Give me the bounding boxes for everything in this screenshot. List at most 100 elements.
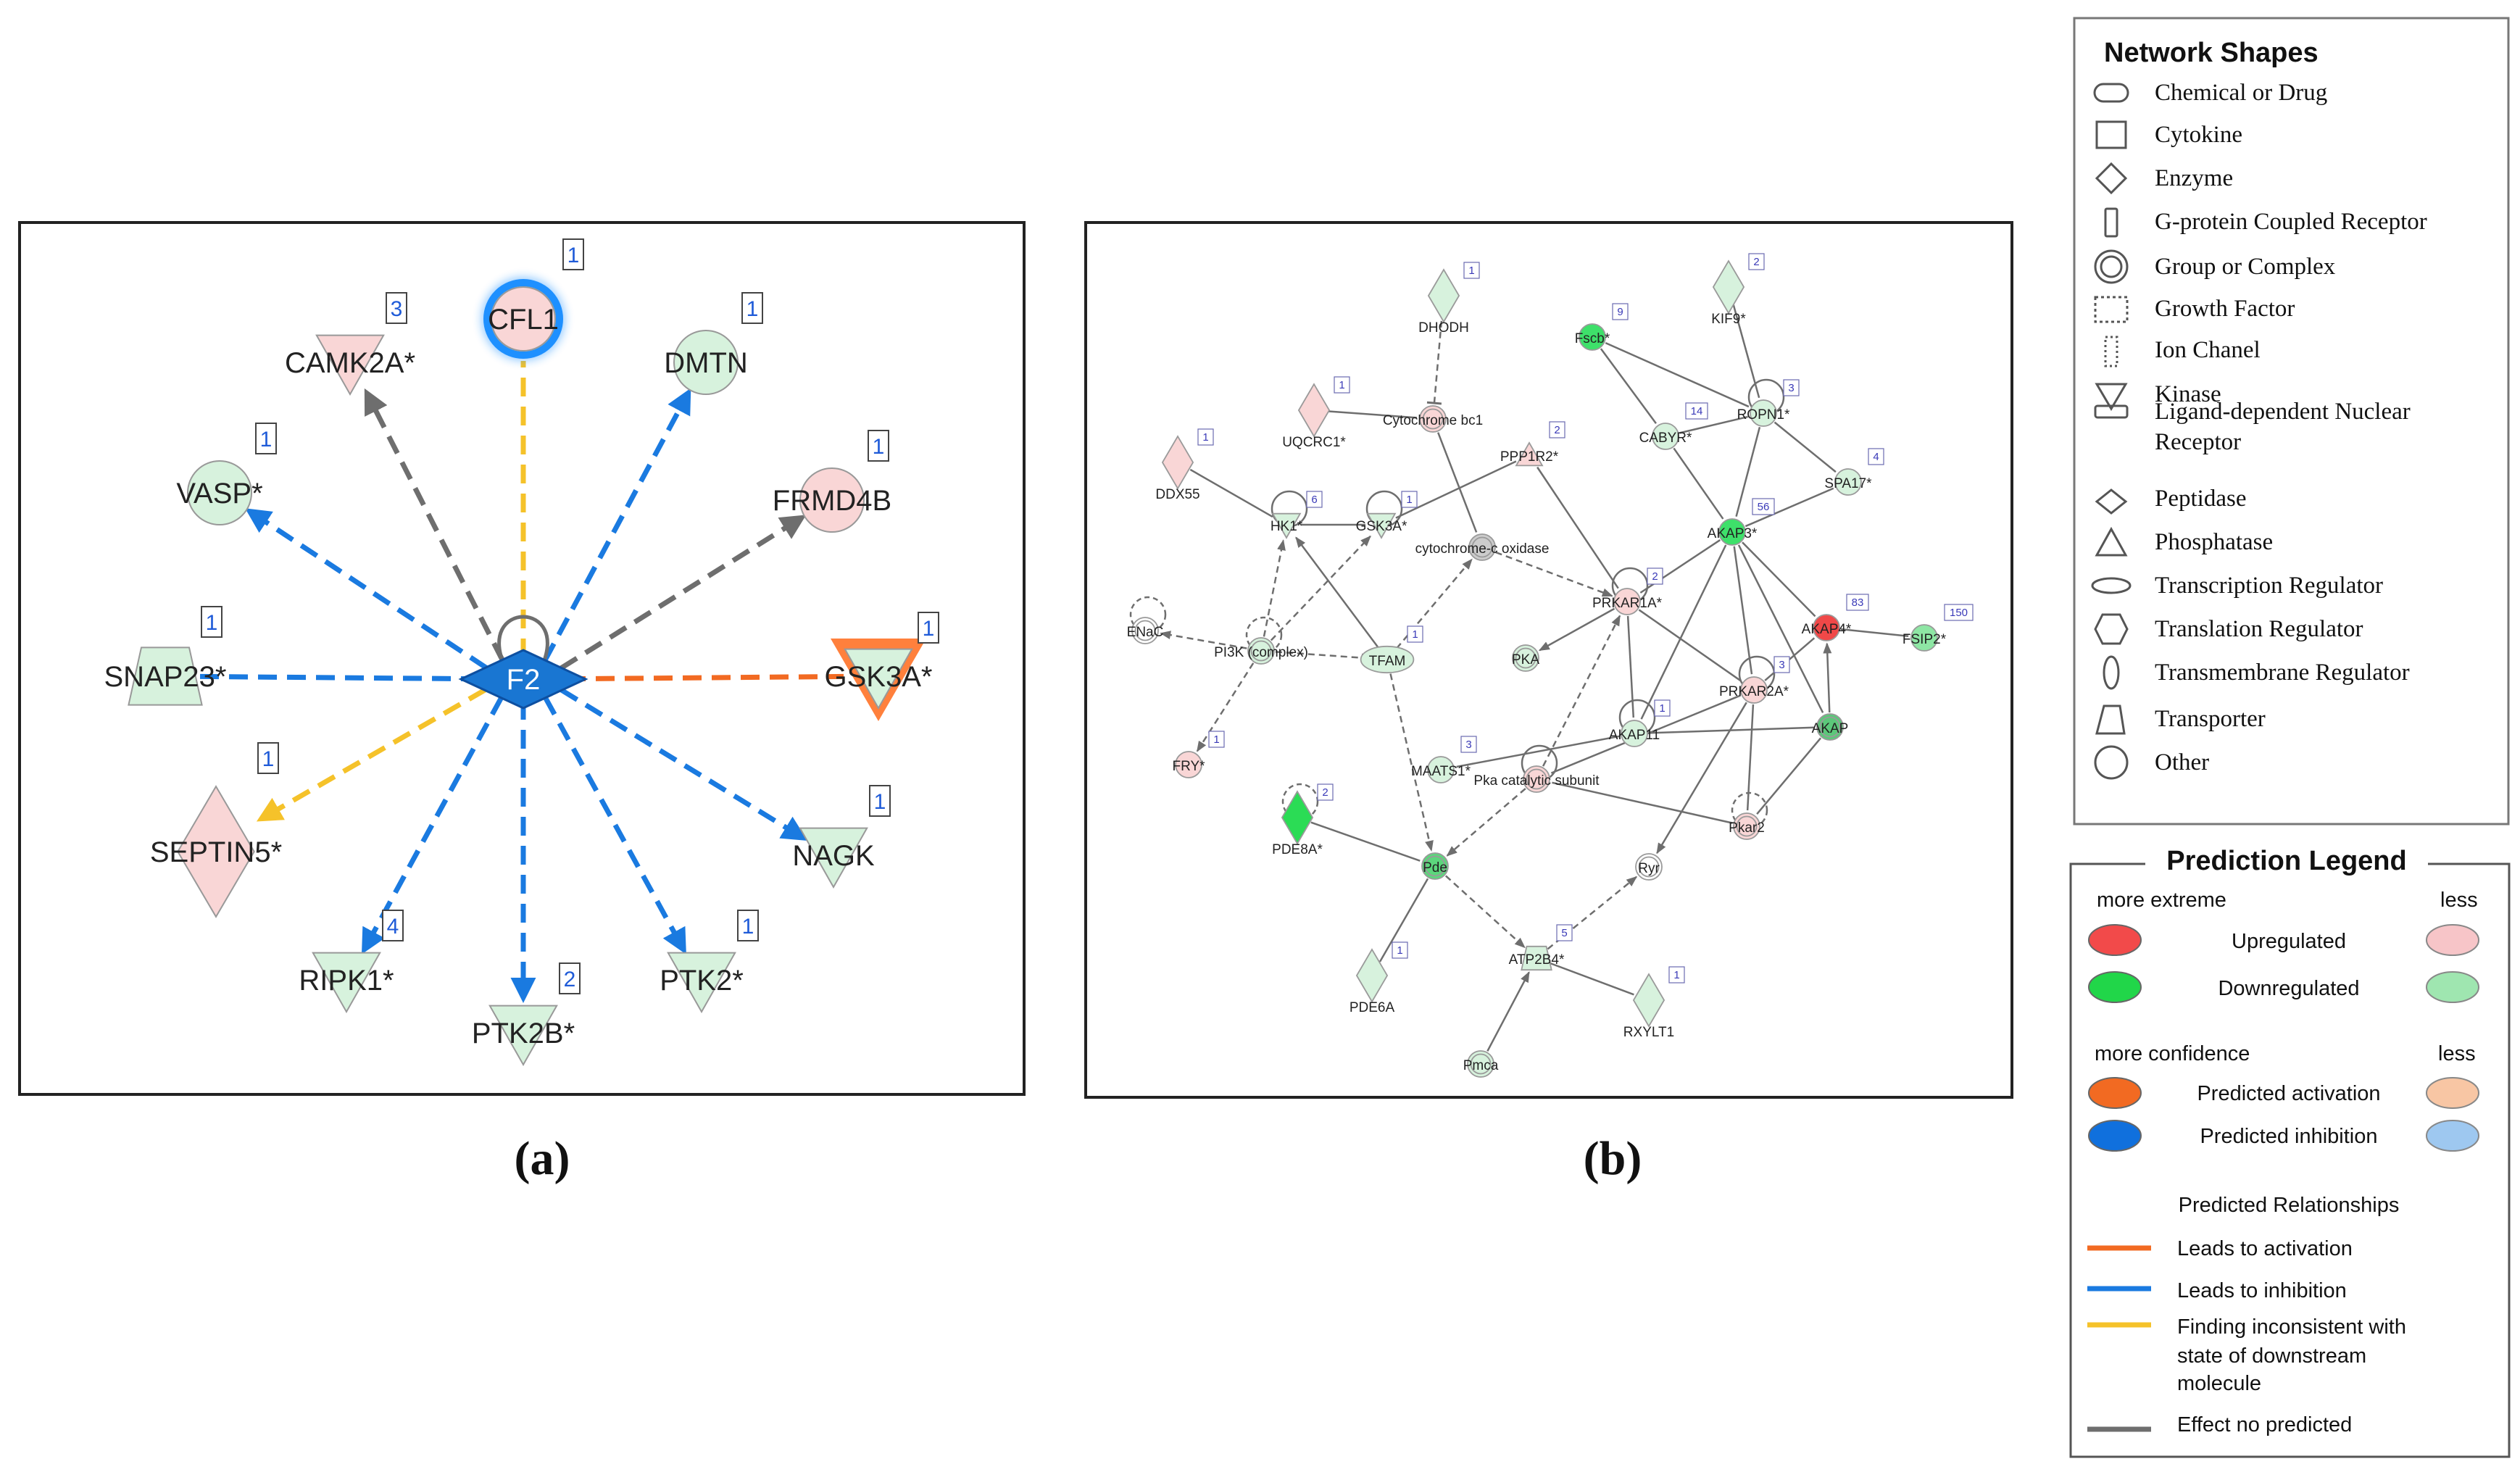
nuclear-receptor-icon xyxy=(2094,404,2129,419)
downregulated-label: Downregulated xyxy=(2218,977,2359,1000)
node-pmca: Pmca xyxy=(1463,1050,1499,1078)
legend-item-kinase: Kinase xyxy=(2095,381,2221,411)
node-label: Pka catalytic subunit xyxy=(1473,773,1600,789)
network-shapes-list: Chemical or DrugCytokineEnzymeG-protein … xyxy=(2091,80,2427,780)
node-ripk1: RIPK1*4 xyxy=(299,910,404,1014)
count-label: 1 xyxy=(1406,494,1412,506)
node-pkacat: Pka catalytic subunit xyxy=(1473,765,1600,793)
ion-channel-icon xyxy=(2104,336,2118,367)
node-snap23: SNAP23*1 xyxy=(104,606,226,706)
edge-pkacat-pde xyxy=(1446,788,1526,857)
count-badge xyxy=(1197,428,1214,446)
count-badge xyxy=(1944,604,1974,621)
node-akap4: AKAP4*83 xyxy=(1802,594,1869,641)
node-pi3k: PI3K (complex) xyxy=(1214,637,1308,665)
count-label: 1 xyxy=(262,747,275,771)
edge-f2-snap23 xyxy=(199,673,481,682)
legend-item-enzyme: Enzyme xyxy=(2095,162,2233,195)
legend-label: Growth Factor xyxy=(2155,296,2295,322)
node-label: Ryr xyxy=(1638,861,1660,876)
node-label: MAATS1* xyxy=(1411,764,1471,779)
node-label: FRMD4B xyxy=(773,485,891,517)
count-label: 1 xyxy=(1213,733,1219,746)
prediction-legend: Prediction Legend more extreme less Upre… xyxy=(2069,846,2511,1458)
legend-label: Other xyxy=(2155,749,2209,775)
node-label: ENaC xyxy=(1127,625,1164,640)
count-badge xyxy=(257,742,279,774)
node-vasp: VASP*1 xyxy=(176,423,277,525)
inhibition-strong-swatch xyxy=(2088,1120,2142,1152)
count-label: 2 xyxy=(1322,786,1328,799)
edge-prkar1a-prkar2a xyxy=(1638,609,1742,682)
legend-label: Enzyme xyxy=(2155,165,2233,191)
node-label: CAMK2A* xyxy=(285,347,415,379)
count-badge xyxy=(1783,379,1800,396)
edge-akap-pkar2 xyxy=(1756,737,1822,815)
edge-cabyr-ropn1 xyxy=(1679,415,1748,434)
count-badge xyxy=(1392,941,1408,959)
count-badge xyxy=(1868,448,1884,465)
edge-ppp1r2-prkar1a xyxy=(1536,466,1619,589)
other-icon xyxy=(2094,745,2129,780)
finding-inconsistent-line-2: state of downstream xyxy=(2177,1344,2366,1368)
node-atp2b4: ATP2B4*5 xyxy=(1509,924,1573,971)
node-label: PTK2* xyxy=(660,965,744,997)
activation-weak-swatch xyxy=(2426,1077,2479,1109)
node-enac: ENaC xyxy=(1127,617,1164,644)
count-badge xyxy=(386,292,407,324)
count-label: 3 xyxy=(1779,659,1784,671)
translation-regulator-icon xyxy=(2094,613,2129,645)
legend-item-transcription-regulator: Transcription Regulator xyxy=(2091,573,2383,599)
edge-f2-camk2a xyxy=(364,388,505,662)
legend-item-other: Other xyxy=(2094,745,2209,780)
leads-to-activation-label: Leads to activation xyxy=(2177,1237,2353,1260)
node-label: SPA17* xyxy=(1824,476,1872,491)
count-badge xyxy=(1306,491,1323,508)
count-badge xyxy=(201,606,223,638)
node-spa17: SPA17*4 xyxy=(1824,448,1884,496)
edge-akap3-akap4 xyxy=(1742,541,1816,618)
node-gsk3a: GSK3A*1 xyxy=(1356,491,1418,539)
complex-icon xyxy=(2094,249,2129,284)
node-label: PTK2B* xyxy=(472,1018,575,1049)
transporter-icon xyxy=(2095,704,2126,735)
edge-f2-ripk1 xyxy=(361,697,504,955)
enzyme-icon xyxy=(2095,162,2128,195)
legend-item-transporter: Transporter xyxy=(2095,704,2266,735)
count-label: 3 xyxy=(1465,739,1471,751)
edge-pkar2-pkacat xyxy=(1552,781,1733,824)
node-frmd4b: FRMD4B 1 xyxy=(773,430,891,533)
peptidase-icon xyxy=(2095,488,2128,515)
count-label: 1 xyxy=(742,915,754,939)
node-gsk3a: GSK3A*1 xyxy=(825,612,939,721)
edge-pkacat-prkar1a xyxy=(1542,615,1621,767)
legend-item-translation-regulator: Translation Regulator xyxy=(2094,613,2363,645)
count-badge xyxy=(1556,924,1573,941)
predicted-relationships-label: Predicted Relationships xyxy=(2179,1194,2400,1217)
edge-cabyr-akap3 xyxy=(1673,447,1724,520)
count-label: 1 xyxy=(873,435,885,459)
edge-akap3-spa17 xyxy=(1745,487,1834,528)
edge-pi3k-fry xyxy=(1196,662,1255,752)
count-badge xyxy=(1549,421,1565,438)
count-label: 1 xyxy=(260,428,273,452)
node-label: ROPN1* xyxy=(1737,407,1790,423)
edge-ddx55-hk1 xyxy=(1189,468,1273,518)
chemical-icon xyxy=(2093,83,2129,103)
edge-akap3-prkar2a xyxy=(1733,546,1753,675)
node-hk1: HK1*6 xyxy=(1271,491,1323,539)
legend-label: Peptidase xyxy=(2155,486,2246,512)
count-label: 1 xyxy=(567,244,580,267)
legend-item-cytokine: Cytokine xyxy=(2095,120,2242,149)
network-shapes-title: Network Shapes xyxy=(2104,38,2319,68)
count-label: 1 xyxy=(747,297,759,321)
edge-fscb-cabyr xyxy=(1600,348,1657,425)
node-label: CABYR* xyxy=(1639,431,1692,446)
count-label: 1 xyxy=(1339,379,1344,391)
effect-no-predicted-label: Effect no predicted xyxy=(2177,1413,2352,1436)
